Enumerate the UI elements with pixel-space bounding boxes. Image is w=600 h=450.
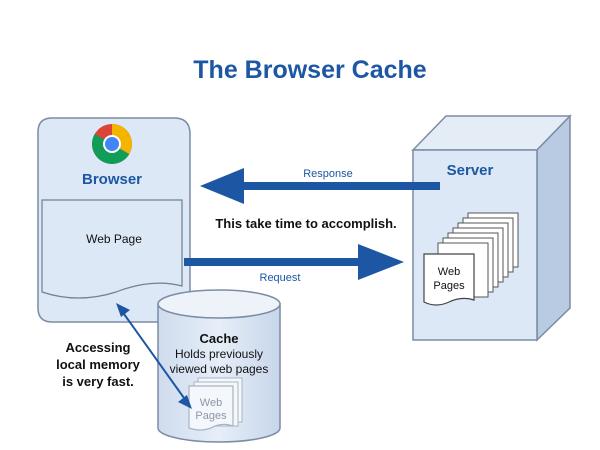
time-note: This take time to accomplish. bbox=[215, 216, 396, 231]
server-pages-label-line2: Pages bbox=[433, 280, 465, 292]
cache-pages-label-line2: Pages bbox=[195, 410, 227, 422]
response-arrow bbox=[200, 168, 440, 204]
server-label: Server bbox=[447, 162, 494, 179]
local-note-line1: Accessing bbox=[65, 340, 130, 355]
response-label: Response bbox=[303, 168, 353, 180]
cache-desc-line1: Holds previously bbox=[175, 347, 263, 361]
local-note-line3: is very fast. bbox=[62, 374, 134, 389]
local-access-arrow bbox=[116, 303, 192, 409]
server-box: Server Web Pages bbox=[411, 114, 572, 342]
diagram-title: The Browser Cache bbox=[193, 56, 427, 84]
cache-front-page bbox=[188, 385, 234, 431]
request-label: Request bbox=[260, 272, 301, 284]
web-page-document bbox=[41, 199, 183, 299]
local-note-line2: local memory bbox=[56, 357, 141, 372]
server-front-page bbox=[423, 253, 475, 306]
cache-desc-line2: viewed web pages bbox=[170, 362, 269, 376]
browser-label: Browser bbox=[82, 171, 142, 188]
cache-pages-label-line1: Web bbox=[200, 397, 222, 409]
chrome-logo-icon bbox=[92, 124, 132, 164]
cache-label: Cache bbox=[199, 331, 238, 346]
server-pages-label-line1: Web bbox=[438, 266, 460, 278]
request-arrow bbox=[184, 244, 404, 280]
web-page-label: Web Page bbox=[86, 232, 142, 246]
browser-box: Browser Web Page bbox=[37, 117, 191, 323]
